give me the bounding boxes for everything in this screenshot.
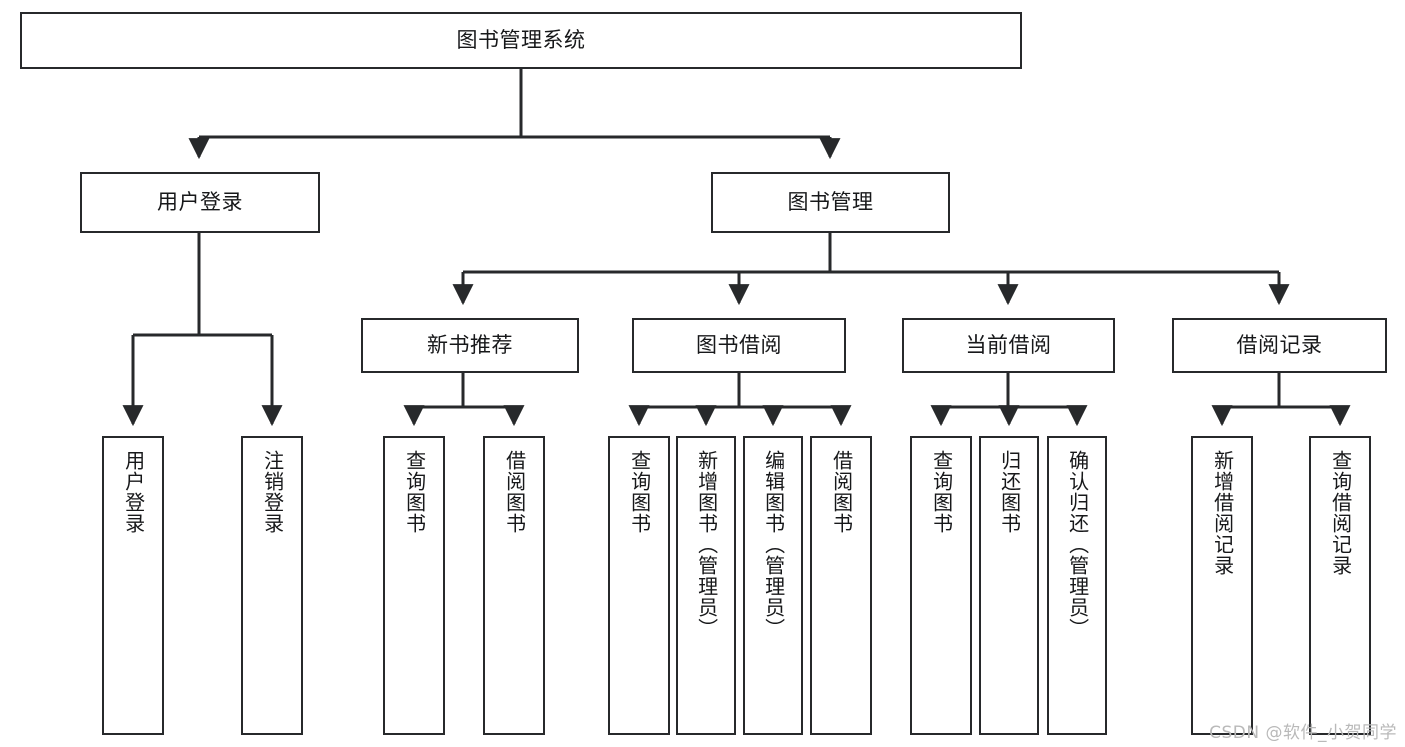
node-leaf-query-book-1[interactable]: 查询图书 xyxy=(383,436,445,735)
node-leaf-add-book[interactable]: 新增图书（管理员） xyxy=(676,436,736,735)
node-book-management[interactable]: 图书管理 xyxy=(711,172,950,233)
node-current-borrow-label: 当前借阅 xyxy=(965,333,1052,358)
node-book-borrow[interactable]: 图书借阅 xyxy=(632,318,846,373)
node-leaf-query-book-3[interactable]: 查询图书 xyxy=(910,436,972,735)
node-user-login[interactable]: 用户登录 xyxy=(80,172,320,233)
node-leaf-confirm-return-label: 确认归还（管理员） xyxy=(1065,450,1090,639)
node-leaf-query-book-1-label: 查询图书 xyxy=(402,450,427,534)
node-book-borrow-label: 图书借阅 xyxy=(696,333,782,358)
node-leaf-query-book-2[interactable]: 查询图书 xyxy=(608,436,670,735)
node-leaf-add-book-label: 新增图书（管理员） xyxy=(694,450,719,639)
node-leaf-logout[interactable]: 注销登录 xyxy=(241,436,303,735)
node-leaf-query-record-label: 查询借阅记录 xyxy=(1328,450,1353,576)
node-current-borrow[interactable]: 当前借阅 xyxy=(902,318,1115,373)
node-leaf-query-book-3-label: 查询图书 xyxy=(929,450,954,534)
node-leaf-borrow-book-2[interactable]: 借阅图书 xyxy=(810,436,872,735)
node-leaf-return-book[interactable]: 归还图书 xyxy=(979,436,1039,735)
node-root[interactable]: 图书管理系统 xyxy=(20,12,1022,69)
node-book-management-label: 图书管理 xyxy=(787,190,874,215)
node-leaf-borrow-book-2-label: 借阅图书 xyxy=(829,450,854,534)
node-user-login-label: 用户登录 xyxy=(157,190,243,215)
node-leaf-logout-label: 注销登录 xyxy=(260,450,285,534)
node-new-book-recommend-label: 新书推荐 xyxy=(427,333,513,358)
node-leaf-edit-book[interactable]: 编辑图书（管理员） xyxy=(743,436,803,735)
node-leaf-user-login-label: 用户登录 xyxy=(121,450,146,534)
watermark: CSDN @软件_小贺同学 xyxy=(1209,723,1397,743)
node-leaf-edit-book-label: 编辑图书（管理员） xyxy=(761,450,786,639)
node-leaf-add-record[interactable]: 新增借阅记录 xyxy=(1191,436,1253,735)
node-root-label: 图书管理系统 xyxy=(456,28,586,53)
node-leaf-query-book-2-label: 查询图书 xyxy=(627,450,652,534)
node-leaf-confirm-return[interactable]: 确认归还（管理员） xyxy=(1047,436,1107,735)
node-leaf-borrow-book-1-label: 借阅图书 xyxy=(502,450,527,534)
node-leaf-user-login[interactable]: 用户登录 xyxy=(102,436,164,735)
node-leaf-query-record[interactable]: 查询借阅记录 xyxy=(1309,436,1371,735)
node-leaf-borrow-book-1[interactable]: 借阅图书 xyxy=(483,436,545,735)
node-new-book-recommend[interactable]: 新书推荐 xyxy=(361,318,579,373)
node-borrow-record-label: 借阅记录 xyxy=(1236,333,1323,358)
node-borrow-record[interactable]: 借阅记录 xyxy=(1172,318,1387,373)
node-leaf-return-book-label: 归还图书 xyxy=(997,450,1022,534)
node-leaf-add-record-label: 新增借阅记录 xyxy=(1210,450,1235,576)
